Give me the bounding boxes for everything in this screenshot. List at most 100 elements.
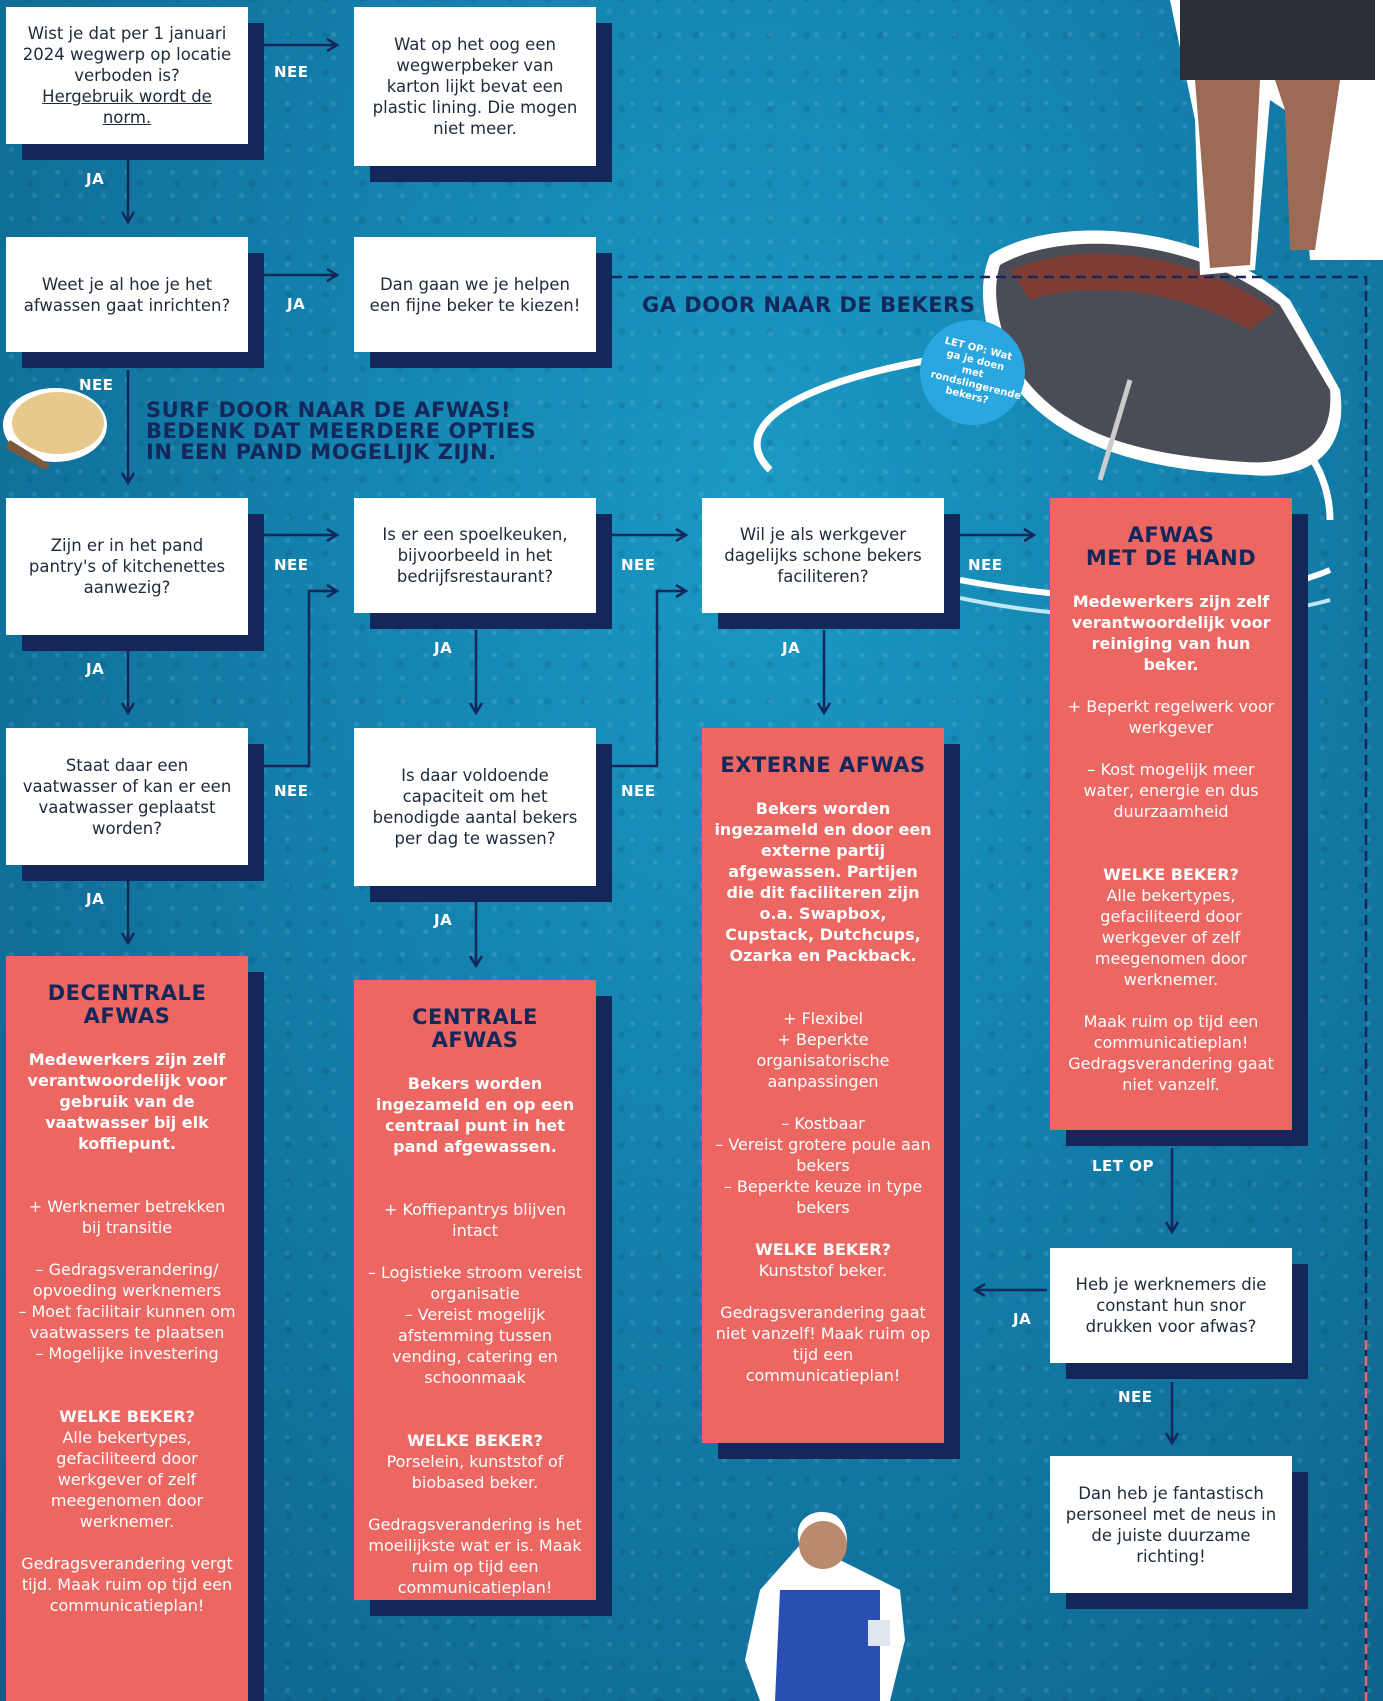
card-title: AFWAS (83, 1004, 171, 1028)
beker-heading: WELKE BEKER? (755, 1240, 891, 1259)
leg-right (1275, 80, 1340, 250)
card-intro: Medewerkers zijn zelf verantwoordelijk v… (1071, 592, 1271, 674)
card-note: Gedragsverandering is het moeilijkste wa… (368, 1515, 582, 1597)
info-plastic-lining: Wat op het oog een wegwerpbeker van kart… (354, 7, 596, 166)
label-nee: NEE (274, 556, 309, 574)
card-intro: Bekers worden ingezameld en door een ext… (714, 799, 932, 965)
card-title: CENTRALE AFWAS (412, 1005, 538, 1052)
label-nee: NEE (1118, 1388, 1153, 1406)
question-capaciteit: Is daar voldoende capaciteit om het beno… (354, 728, 596, 886)
label-ja: JA (287, 295, 306, 313)
card-title: AFWAS (1127, 523, 1215, 547)
person-shirt (775, 1590, 880, 1701)
info-text: Dan heb je fantastisch personeel met de … (1065, 1483, 1277, 1566)
card-note: Gedragsverandering gaat niet vanzelf! Ma… (715, 1303, 931, 1385)
label-ja: JA (434, 911, 453, 929)
question-wegwerp-verbod: Wist je dat per 1 januari 2024 wegwerp o… (6, 7, 248, 144)
heading-bekers: GA DOOR NAAR DE BEKERS (642, 293, 976, 317)
label-nee: NEE (968, 556, 1003, 574)
pro-item: + Flexibel (782, 1009, 864, 1028)
con-item: – Gedragsverandering/ opvoeding werkneme… (32, 1260, 222, 1300)
con-item: – Moet facilitair kunnen om vaatwassers … (18, 1302, 236, 1342)
cup-icon (868, 1620, 890, 1646)
info-helpen-beker: Dan gaan we je helpen een fijne beker te… (354, 237, 596, 352)
card-note: Gedragsverandering vergt tijd. Maak ruim… (21, 1554, 233, 1615)
label-ja: JA (782, 639, 801, 657)
question-text: Is er een spoelkeuken, bijvoorbeeld in h… (382, 525, 568, 586)
question-spoelkeuken: Is er een spoelkeuken, bijvoorbeeld in h… (354, 498, 596, 613)
heading-surf-2: BEDENK DAT MEERDERE OPTIES (146, 419, 537, 443)
question-text: Weet je al hoe je het afwassen gaat inri… (23, 274, 231, 315)
arrow-q6-nee (264, 583, 340, 768)
con-item: – Beperkte keuze in type bekers (723, 1177, 923, 1217)
label-nee: NEE (621, 782, 656, 800)
beker-text: Kunststof beker. (758, 1261, 888, 1280)
con-item: – Vereist mogelijk afstemming tussen ven… (392, 1305, 558, 1387)
card-decentrale-afwas: DECENTRALE AFWAS Medewerkers zijn zelf v… (6, 956, 248, 1701)
beker-text: Porselein, kunststof of biobased beker. (386, 1452, 564, 1492)
badge-text: LET OP: Wat ga je doen met rondslingeren… (929, 335, 1023, 406)
arrow-q7-nee (611, 583, 689, 768)
question-text: Wist je dat per 1 januari 2024 wegwerp o… (22, 24, 232, 85)
beker-heading: WELKE BEKER? (59, 1407, 195, 1426)
pro-item: + Werknemer betrekken bij transitie (28, 1197, 226, 1237)
dashed-guide (612, 275, 1368, 1701)
label-ja: JA (434, 639, 453, 657)
brush-handle (5, 440, 50, 470)
brush-icon (12, 392, 104, 454)
card-afwas-met-de-hand: AFWAS MET DE HAND Medewerkers zijn zelf … (1050, 498, 1292, 1130)
card-externe-afwas: EXTERNE AFWAS Bekers worden ingezameld e… (702, 728, 944, 1443)
label-nee: NEE (79, 376, 114, 394)
label-ja: JA (86, 660, 105, 678)
shorts (1180, 0, 1375, 80)
question-afwassen-inrichten: Weet je al hoe je het afwassen gaat inri… (6, 237, 248, 352)
con-item: – Kostbaar (781, 1114, 865, 1133)
question-text: Zijn er in het pand pantry's of kitchene… (28, 536, 226, 597)
leg-left (1195, 80, 1260, 268)
label-let-op: LET OP (1092, 1157, 1155, 1175)
pro-item: + Beperkt regelwerk voor werkgever (1067, 697, 1275, 737)
question-pantrys: Zijn er in het pand pantry's of kitchene… (6, 498, 248, 635)
question-snor-drukken: Heb je werknemers die constant hun snor … (1050, 1248, 1292, 1363)
con-item: – Vereist grotere poule aan bekers (715, 1135, 931, 1175)
question-text: Wil je als werkgever dagelijks schone be… (724, 525, 922, 586)
question-text: Is daar voldoende capaciteit om het beno… (372, 766, 578, 848)
person-head (799, 1521, 847, 1569)
beker-text: Alle bekertypes, gefaciliteerd door werk… (50, 1428, 204, 1531)
con-item: – Logistieke stroom vereist organisatie (367, 1263, 583, 1303)
info-text: Dan gaan we je helpen een fijne beker te… (369, 274, 581, 315)
card-intro: Medewerkers zijn zelf verantwoordelijk v… (27, 1050, 227, 1153)
card-title: EXTERNE AFWAS (720, 753, 926, 777)
question-text: Staat daar een vaatwasser of kan er een … (22, 755, 232, 838)
info-text: Wat op het oog een wegwerpbeker van kart… (372, 35, 578, 138)
board-rim (1010, 253, 1275, 330)
card-centrale-afwas: CENTRALE AFWAS Bekers worden ingezameld … (354, 980, 596, 1600)
beker-heading: WELKE BEKER? (1103, 865, 1239, 884)
beker-heading: WELKE BEKER? (407, 1431, 543, 1450)
label-nee: NEE (274, 63, 309, 81)
hergebruik-link[interactable]: Hergebruik wordt de norm. (42, 87, 212, 127)
card-title: MET DE HAND (1085, 546, 1257, 570)
con-item: – Mogelijke investering (35, 1344, 219, 1363)
heading-surf-3: IN EEN PAND MOGELIJK ZIJN. (146, 440, 497, 464)
question-text: Heb je werknemers die constant hun snor … (1075, 1275, 1267, 1336)
label-ja: JA (86, 890, 105, 908)
label-nee: NEE (621, 556, 656, 574)
beker-text: Alle bekertypes, gefaciliteerd door werk… (1094, 886, 1248, 989)
question-vaatwasser: Staat daar een vaatwasser of kan er een … (6, 728, 248, 865)
card-title: DECENTRALE (47, 981, 207, 1005)
board-handle (1097, 379, 1133, 481)
card-note: Maak ruim op tijd een communicatieplan! … (1068, 1012, 1274, 1094)
question-werkgever-faciliteren: Wil je als werkgever dagelijks schone be… (702, 498, 944, 613)
card-intro: Bekers worden ingezameld en op een centr… (375, 1074, 575, 1156)
label-ja: JA (1013, 1310, 1032, 1328)
label-ja: JA (86, 170, 105, 188)
label-nee: NEE (274, 782, 309, 800)
con-item: – Kost mogelijk meer water, energie en d… (1083, 760, 1259, 821)
info-fantastisch-personeel: Dan heb je fantastisch personeel met de … (1050, 1456, 1292, 1593)
pro-item: + Koffiepantrys blijven intact (383, 1200, 567, 1240)
pro-item: + Beperkte organisatorische aanpassingen (756, 1030, 890, 1091)
heading-surf-1: SURF DOOR NAAR DE AFWAS! (146, 398, 512, 422)
